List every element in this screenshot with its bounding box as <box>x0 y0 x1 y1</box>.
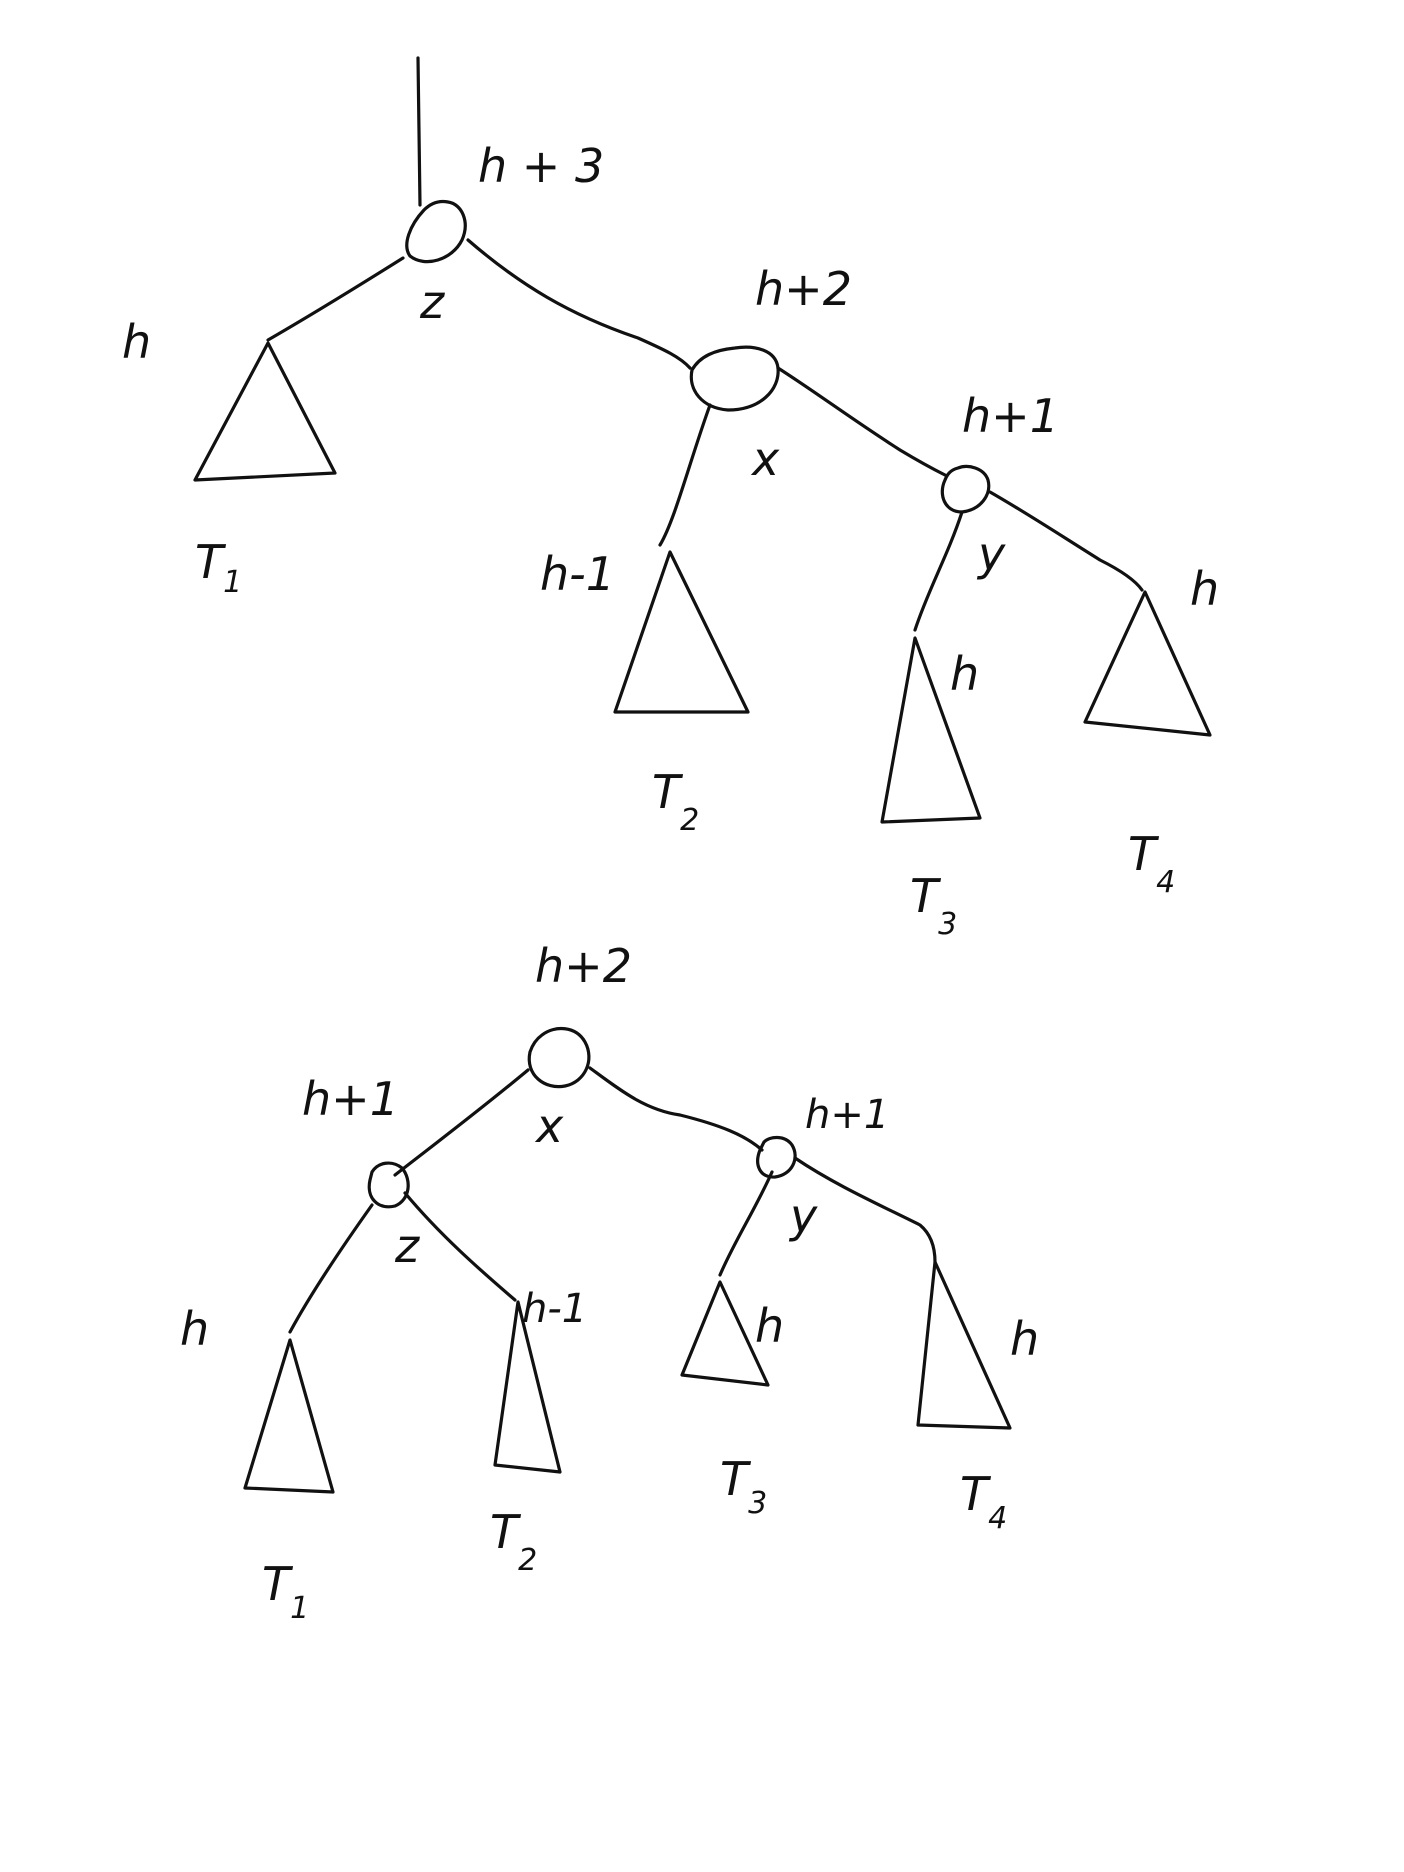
edge-y-t4 <box>988 490 1144 592</box>
node-z-label: z <box>419 275 445 329</box>
subtree-t4-triangle <box>1083 590 1212 737</box>
node-y-circle <box>756 1135 797 1179</box>
t1-name: T1 <box>195 535 242 600</box>
subtree-t2-triangle <box>613 550 750 714</box>
t2-height: h-1 <box>540 547 615 601</box>
node-z-height: h+1 <box>302 1072 399 1126</box>
diagram-before: z h + 3 x h+2 y h+1 h h-1 h h T1 T2 T3 T… <box>122 56 1219 942</box>
t3-name: T3 <box>910 869 957 942</box>
t4-height: h <box>1010 1312 1039 1366</box>
t4-name: T4 <box>1128 827 1175 900</box>
t2-height: h-1 <box>522 1286 587 1332</box>
edge-y-t3 <box>718 1170 774 1277</box>
t4-name: T4 <box>960 1467 1007 1536</box>
edge-x-z <box>393 1068 530 1177</box>
subtree-t3-triangle <box>680 1280 770 1387</box>
subtree-t2-triangle <box>493 1300 562 1474</box>
t1-height: h <box>180 1302 209 1356</box>
node-z-circle <box>405 199 467 264</box>
t2-name: T2 <box>652 765 699 838</box>
edge-z-t2 <box>403 1191 517 1302</box>
edge-y-t4 <box>793 1156 937 1264</box>
edge-y-t3 <box>913 510 964 632</box>
t4-height: h <box>1190 562 1219 616</box>
t1-height: h <box>122 315 151 369</box>
edge-z-t1 <box>288 1203 374 1334</box>
edge-z-x <box>466 238 692 370</box>
t3-name: T3 <box>720 1452 767 1521</box>
node-y-circle <box>940 464 991 514</box>
subtree-t1-triangle <box>243 1338 335 1494</box>
node-z-label: z <box>394 1219 420 1273</box>
node-x-label: x <box>534 1099 564 1153</box>
diagram-after: x h+2 z h+1 y h+1 h h-1 h h T1 T2 T3 T4 <box>180 939 1039 1626</box>
node-z-circle <box>367 1161 410 1209</box>
node-x-circle <box>689 345 780 412</box>
subtree-t3-triangle <box>880 636 982 824</box>
t2-name: T2 <box>490 1505 537 1578</box>
edge-x-y <box>776 366 947 477</box>
node-y-label: y <box>788 1189 818 1243</box>
node-x-height: h+2 <box>535 939 632 993</box>
node-x-height: h+2 <box>755 262 852 316</box>
edge-z-t1 <box>266 256 405 342</box>
node-x-circle <box>527 1027 591 1089</box>
node-y-height: h+1 <box>962 389 1059 443</box>
subtree-t1-triangle <box>193 341 337 482</box>
parent-edge <box>416 56 422 207</box>
node-y-label: y <box>976 527 1006 581</box>
node-y-height: h+1 <box>805 1092 889 1138</box>
edge-x-y <box>588 1066 764 1152</box>
node-z-height: h + 3 <box>478 139 604 193</box>
node-x-label: x <box>750 432 780 486</box>
t1-name: T1 <box>262 1557 309 1626</box>
t3-height: h <box>950 647 979 701</box>
t3-height: h <box>755 1299 784 1353</box>
subtree-t4-triangle <box>916 1260 1012 1430</box>
edge-x-t2 <box>658 403 712 547</box>
